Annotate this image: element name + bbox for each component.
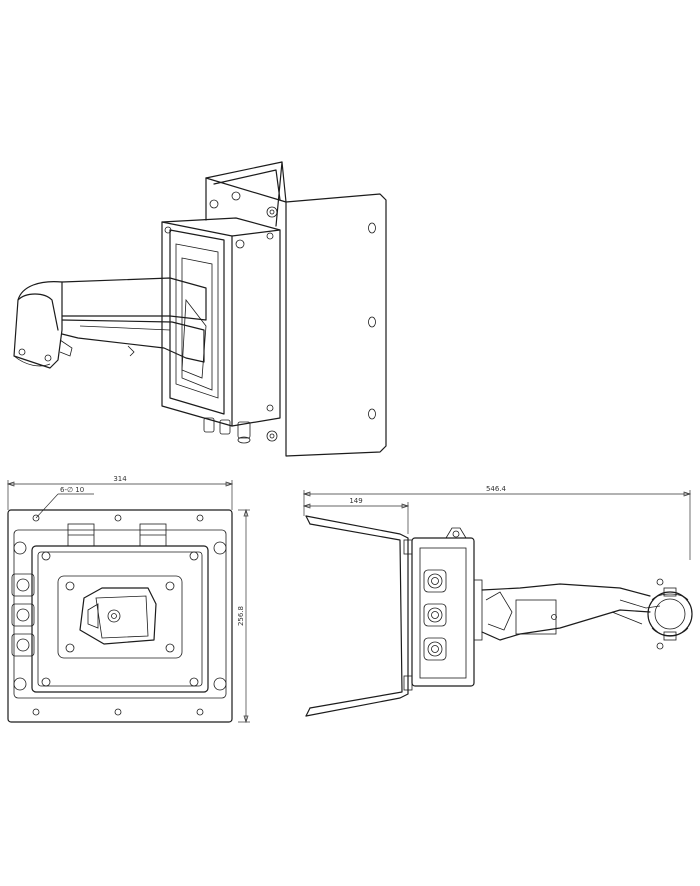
front-height-label: 256.8 xyxy=(237,606,245,626)
corner-bracket xyxy=(205,161,387,457)
mounting-arm xyxy=(13,277,207,369)
side-bracket-depth-label: 149 xyxy=(349,497,362,505)
cable-glands xyxy=(203,417,251,444)
hole-note-label: 6-∅ 10 xyxy=(60,486,84,494)
front-box-face xyxy=(31,545,209,693)
front-height-dimension xyxy=(238,508,250,724)
front-view: 314 6-∅ 10 256.8 xyxy=(6,475,250,724)
side-mount-head xyxy=(647,578,693,650)
front-base-plate xyxy=(7,509,233,723)
isometric-view xyxy=(13,161,387,457)
side-arm xyxy=(481,583,661,641)
side-corner-bracket xyxy=(305,515,413,717)
junction-box xyxy=(161,217,281,444)
side-cable-glands xyxy=(423,569,447,661)
side-bracket-dimension xyxy=(302,502,410,534)
side-total-length-label: 546.4 xyxy=(486,485,507,493)
side-view: 546.4 149 xyxy=(302,485,693,717)
front-width-label: 314 xyxy=(113,475,127,483)
side-total-dimension xyxy=(302,490,692,560)
front-width-dimension xyxy=(6,480,234,510)
side-junction-box xyxy=(411,527,483,687)
